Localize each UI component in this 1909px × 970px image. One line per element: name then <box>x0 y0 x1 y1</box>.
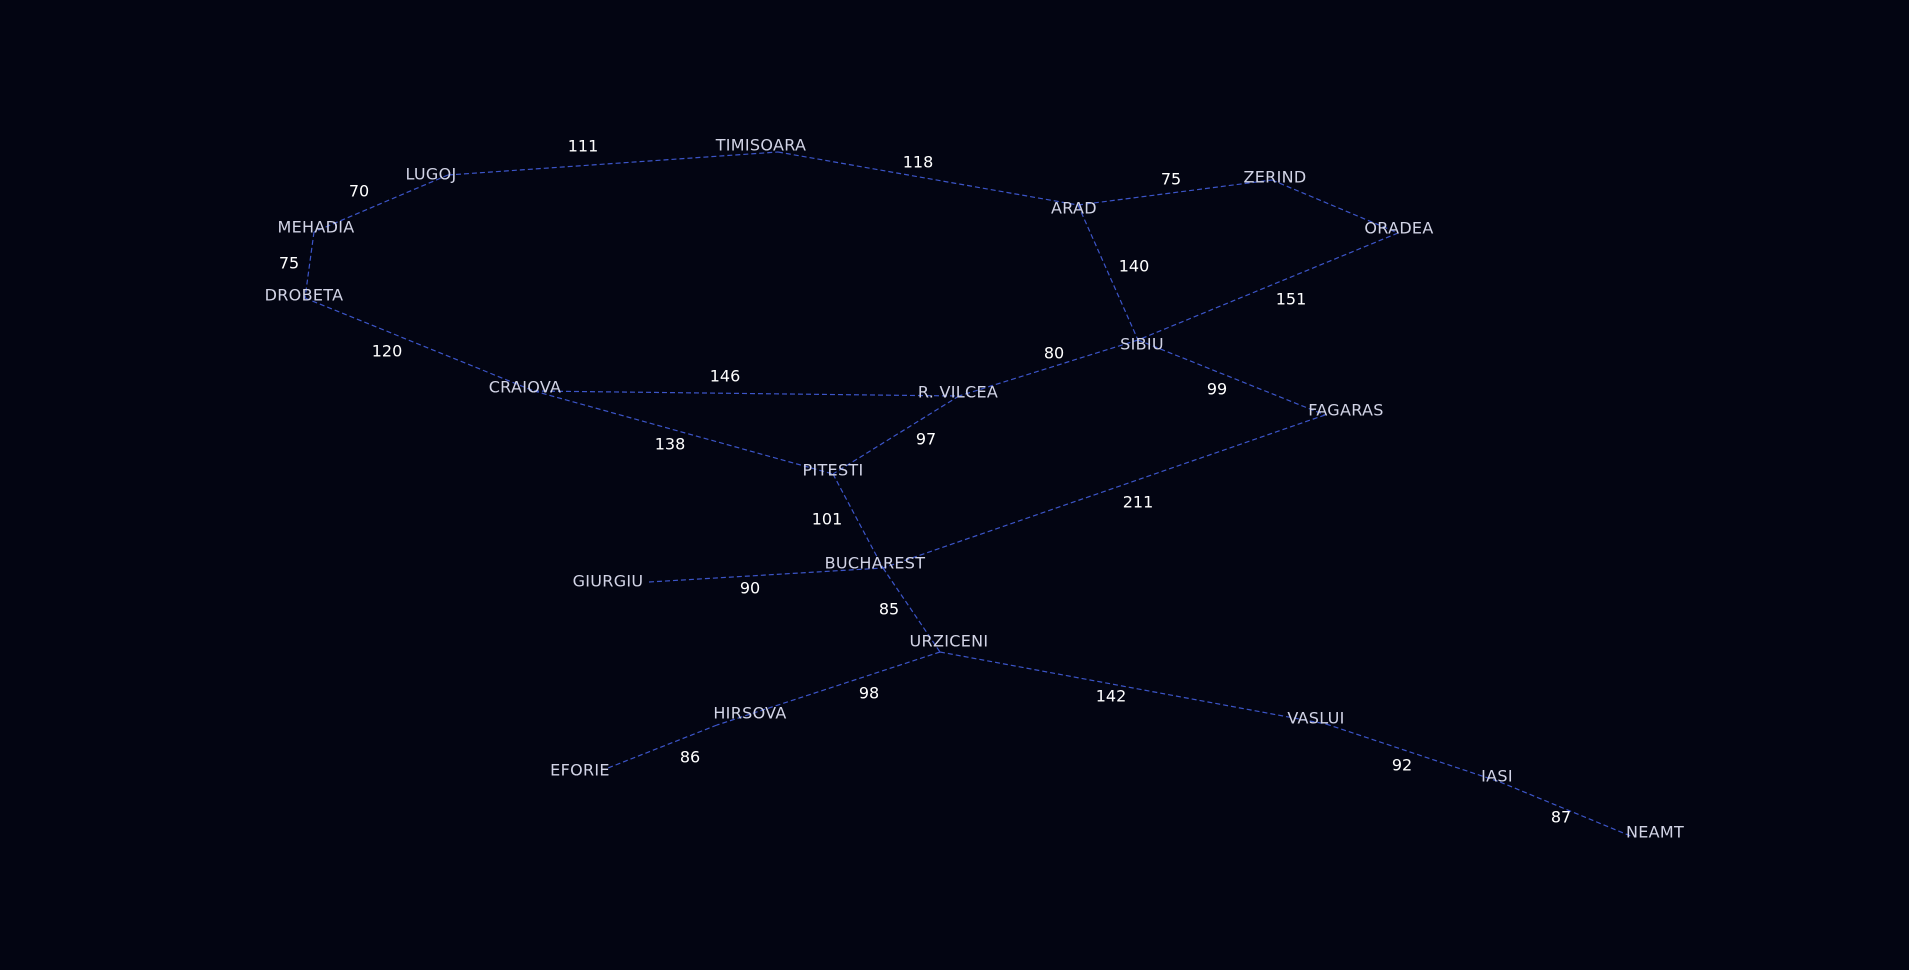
road-arad-sibiu <box>1077 204 1139 341</box>
road-sibiu-rvilcea <box>958 339 1139 397</box>
road-oradea-sibiu <box>1137 232 1399 341</box>
city-label-neamt: NEAMT <box>1626 823 1684 842</box>
distance-label-giurgiu-bucharest: 90 <box>740 579 760 598</box>
distance-label-craiova-rvilcea: 146 <box>710 367 741 386</box>
road-drobeta-craiova <box>304 297 535 392</box>
distance-label-arad-sibiu: 140 <box>1119 257 1150 276</box>
road-urziceni-hirsova <box>716 651 941 726</box>
road-arad-zerind <box>1077 179 1273 206</box>
distance-label-drobeta-craiova: 120 <box>372 342 403 361</box>
distance-label-vaslui-iasi: 92 <box>1392 756 1412 775</box>
distance-label-pitesti-bucharest: 101 <box>812 510 843 529</box>
city-label-giurgiu: GIURGIU <box>573 572 644 591</box>
distance-label-oradea-sibiu: 151 <box>1276 290 1307 309</box>
road-lugoj-timisoara <box>447 151 779 176</box>
city-label-rvilcea: R. VILCEA <box>918 383 998 402</box>
distance-label-lugoj-mehadia: 70 <box>349 182 369 201</box>
distance-label-hirsova-eforie: 86 <box>680 748 700 767</box>
distance-label-bucharest-urziceni: 85 <box>879 600 899 619</box>
road-craiova-pitesti <box>533 390 834 475</box>
city-label-mehadia: MEHADIA <box>278 218 355 237</box>
road-lugoj-mehadia <box>313 174 449 233</box>
city-label-fagaras: FAGARAS <box>1308 401 1383 420</box>
city-label-vaslui: VASLUI <box>1287 709 1344 728</box>
city-label-iasi: IASI <box>1481 767 1513 786</box>
city-label-arad: ARAD <box>1051 199 1097 218</box>
distance-label-timisoara-arad: 118 <box>903 153 934 172</box>
road-sibiu-fagaras <box>1137 339 1326 416</box>
road-craiova-rvilcea <box>533 390 960 397</box>
distance-label-urziceni-vaslui: 142 <box>1096 687 1127 706</box>
distance-labels-layer: 111 118 75 70 75 140 151 120 80 146 99 138 97 211 101 9… <box>279 137 1571 827</box>
road-pitesti-bucharest <box>832 473 884 569</box>
city-labels-layer: ARAD ZERIND ORADEA TIMISOARA LUGOJ MEHADIA DRO… <box>265 136 1684 842</box>
city-label-pitesti: PITESTI <box>803 461 864 480</box>
road-vaslui-iasi <box>1325 723 1501 783</box>
distance-label-arad-zerind: 75 <box>1161 170 1181 189</box>
road-fagaras-bucharest <box>882 414 1326 569</box>
distance-label-lugoj-timisoara: 111 <box>568 137 599 156</box>
city-label-bucharest: BUCHAREST <box>825 554 926 573</box>
road-bucharest-urziceni <box>882 567 941 653</box>
distance-label-rvilcea-pitesti: 97 <box>916 430 936 449</box>
city-label-zerind: ZERIND <box>1244 168 1307 187</box>
city-label-urziceni: URZICENI <box>910 632 989 651</box>
roads-layer <box>304 151 1634 838</box>
distance-label-sibiu-rvilcea: 80 <box>1044 344 1064 363</box>
road-timisoara-arad <box>777 151 1079 206</box>
road-hirsova-eforie <box>607 724 718 769</box>
city-label-eforie: EFORIE <box>550 761 610 780</box>
distance-label-iasi-neamt: 87 <box>1551 808 1571 827</box>
city-label-sibiu: SIBIU <box>1120 335 1164 354</box>
city-label-hirsova: HIRSOVA <box>713 704 786 723</box>
city-label-oradea: ORADEA <box>1364 219 1433 238</box>
road-zerind-oradea <box>1271 179 1399 234</box>
road-mehadia-drobeta <box>304 231 315 299</box>
city-label-timisoara: TIMISOARA <box>715 136 807 155</box>
distance-label-craiova-pitesti: 138 <box>655 435 686 454</box>
distance-label-mehadia-drobeta: 75 <box>279 254 299 273</box>
road-giurgiu-bucharest <box>648 567 884 583</box>
road-rvilcea-pitesti <box>832 395 960 475</box>
city-label-craiova: CRAIOVA <box>489 378 562 397</box>
road-urziceni-vaslui <box>939 651 1327 725</box>
city-label-drobeta: DROBETA <box>265 286 344 305</box>
distance-label-urziceni-hirsova: 98 <box>859 684 879 703</box>
distance-label-fagaras-bucharest: 211 <box>1123 493 1154 512</box>
distance-label-sibiu-fagaras: 99 <box>1207 380 1227 399</box>
city-label-lugoj: LUGOJ <box>405 165 456 184</box>
